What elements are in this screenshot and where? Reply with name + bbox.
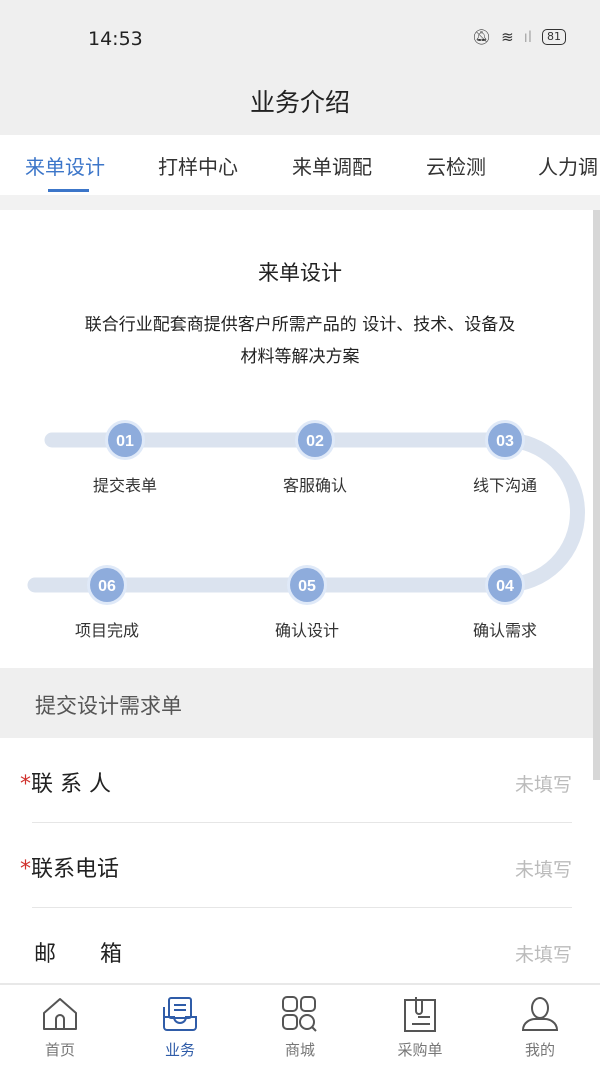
- nav-label: 商城: [284, 1041, 315, 1059]
- nav-mine[interactable]: 我的: [480, 985, 600, 1069]
- nav-label: 首页: [44, 1041, 75, 1059]
- step-number: 01: [116, 433, 134, 450]
- step-circle: [90, 568, 124, 602]
- step-02: 02: [295, 420, 335, 460]
- nav-label: 我的: [524, 1041, 555, 1059]
- step-circle: [488, 568, 522, 602]
- intro-title: 来单设计: [258, 261, 342, 285]
- battery-icon: 81: [542, 29, 566, 45]
- tab-bar: 来单设计 打样中心 来单调配 云检测 人力调: [0, 135, 600, 195]
- nav-home[interactable]: 首页: [0, 985, 120, 1069]
- clipboard-icon: [404, 997, 436, 1032]
- user-icon: [521, 997, 559, 1031]
- wifi-icon: ≋: [501, 28, 514, 46]
- step-03: 03: [485, 420, 525, 460]
- app-header: [0, 0, 600, 135]
- nav-purchase-order[interactable]: 采购单: [360, 985, 480, 1069]
- status-icons: 🔕︎ ≋ ıl 81: [472, 28, 566, 46]
- page-title: 业务介绍: [249, 88, 350, 117]
- contact-phone-field[interactable]: *联系电话 未填写: [0, 823, 600, 908]
- step-number: 05: [298, 578, 316, 595]
- step-04: 04: [485, 565, 525, 605]
- step-01: 01: [105, 420, 145, 460]
- mute-icon: 🔕︎: [472, 28, 492, 46]
- field-value[interactable]: 未填写: [514, 859, 572, 881]
- field-label: 邮 箱: [34, 942, 123, 967]
- tab-allocation[interactable]: 来单调配: [292, 155, 372, 179]
- mall-icon: [282, 996, 317, 1032]
- step-circle: [488, 423, 522, 457]
- step-label: 项目完成: [74, 621, 140, 640]
- status-time: 14:53: [88, 28, 143, 50]
- field-value[interactable]: 未填写: [514, 944, 572, 966]
- business-icon: [163, 997, 197, 1031]
- home-icon: [43, 998, 77, 1030]
- step-number: 02: [306, 433, 324, 450]
- step-label: 提交表单: [92, 476, 158, 495]
- required-mark: *: [20, 857, 31, 882]
- step-label: 线下沟通: [472, 476, 538, 495]
- step-label: 客服确认: [282, 476, 348, 495]
- nav-label: 采购单: [397, 1041, 443, 1059]
- nav-business[interactable]: 业务: [120, 985, 240, 1069]
- contact-name-field[interactable]: *联 系 人 未填写: [0, 738, 600, 823]
- signal-icon: ıl: [523, 28, 532, 46]
- field-value[interactable]: 未填写: [514, 774, 572, 796]
- active-tab-indicator: [48, 189, 89, 192]
- field-label: 联系电话: [31, 857, 120, 882]
- step-circle: [298, 423, 332, 457]
- field-label: 联 系 人: [31, 772, 111, 797]
- form-section-header: [0, 668, 600, 738]
- nav-mall[interactable]: 商城: [240, 985, 360, 1069]
- nav-label: 业务: [164, 1041, 195, 1059]
- step-circle: [108, 423, 142, 457]
- tab-labor[interactable]: 人力调: [538, 155, 598, 179]
- step-number: 03: [496, 433, 514, 450]
- required-mark: *: [20, 772, 31, 797]
- step-circle: [290, 568, 324, 602]
- tab-cloud-inspection[interactable]: 云检测: [426, 155, 486, 179]
- email-field[interactable]: 邮 箱 未填写: [0, 908, 600, 993]
- intro-description: 联合行业配套商提供客户所需产品的 设计、技术、设备及材料等解决方案: [84, 315, 516, 367]
- scrollbar[interactable]: [593, 210, 600, 780]
- tab-sampling[interactable]: 打样中心: [158, 155, 238, 179]
- form-section-title: 提交设计需求单: [35, 694, 182, 718]
- step-06: 06: [87, 565, 127, 605]
- step-05: 05: [287, 565, 327, 605]
- bottom-nav: 首页 业务 商城 采购单 我的: [0, 983, 600, 1067]
- step-label: 确认设计: [274, 621, 340, 640]
- step-label: 确认需求: [472, 621, 538, 640]
- step-number: 06: [98, 578, 116, 595]
- step-number: 04: [496, 578, 514, 595]
- process-timeline: 01 02 03 04 05 06: [27, 420, 585, 605]
- divider: [0, 195, 600, 210]
- tab-design[interactable]: 来单设计: [25, 155, 105, 179]
- timeline-track: [27, 432, 585, 593]
